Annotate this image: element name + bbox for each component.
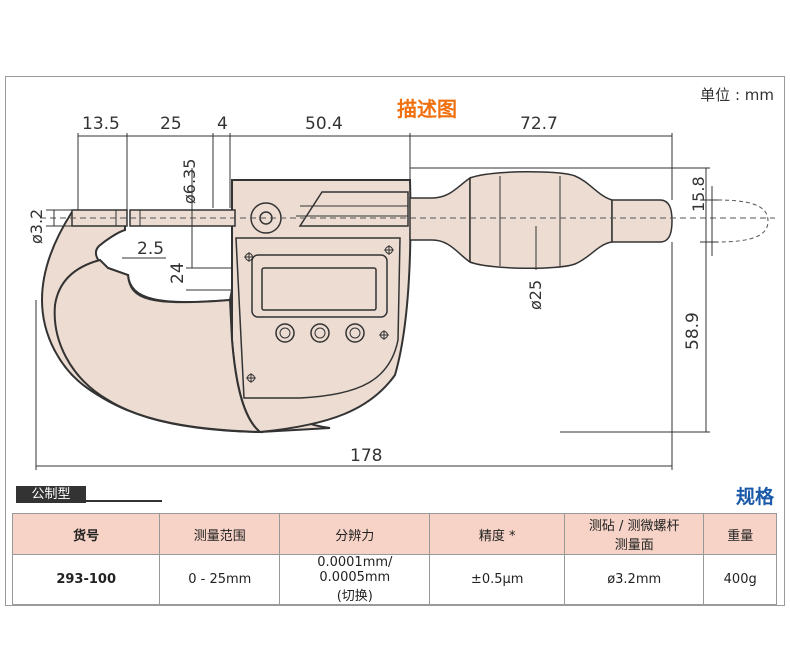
dim-24: 24 (168, 262, 188, 284)
cell-range: 0 - 25mm (159, 554, 281, 605)
cell-model: 293-100 (11, 554, 161, 605)
dim-58-9: 58.9 (683, 312, 703, 350)
dim-50-4: 50.4 (305, 114, 343, 134)
cell-resolution: 0.0001mm/ 0.0005mm (切换) (279, 554, 431, 605)
header-model: 货号 (11, 513, 161, 555)
dim-phi-25: ø25 (526, 280, 545, 310)
dimension-lines (35, 133, 718, 470)
lcd-screen (261, 267, 377, 311)
unit-label: 单位 : mm (700, 86, 774, 104)
screw-marks (244, 245, 394, 383)
spec-header-row: 货号 测量范围 分辨力 精度 * 测砧 / 测微螺杆 测量面 重量 (11, 513, 777, 555)
header-resolution: 分辨力 (279, 513, 431, 555)
metric-type-label: 公制型 (16, 486, 86, 503)
cell-measuring-face: ø3.2mm (563, 554, 705, 605)
drawing-frame (5, 76, 785, 606)
drawing-title: 描述图 (397, 97, 457, 121)
frame-inner-outline (235, 237, 401, 399)
dim-25-top: 25 (160, 114, 182, 134)
table-row: 293-100 0 - 25mm 0.0001mm/ 0.0005mm (切换)… (11, 554, 777, 605)
frame-lower-arc (53, 258, 263, 434)
dim-178: 178 (350, 446, 382, 466)
metric-rule (16, 500, 162, 502)
header-accuracy: 精度 * (429, 513, 565, 555)
dim-13-5: 13.5 (82, 114, 120, 134)
dim-4: 4 (217, 114, 228, 134)
header-range: 测量范围 (159, 513, 281, 555)
header-measuring-face: 测砧 / 测微螺杆 测量面 (563, 513, 705, 555)
spec-title: 规格 (735, 486, 774, 508)
sleeve (409, 176, 471, 264)
ratchet (611, 199, 673, 243)
dim-phi-3-2: ø3.2 (27, 209, 46, 244)
dim-2-5: 2.5 (137, 239, 164, 259)
thimble (469, 170, 613, 270)
dim-72-7: 72.7 (520, 114, 558, 134)
dim-phi-6-35: ø6.35 (180, 159, 199, 204)
spec-table: 货号 测量范围 分辨力 精度 * 测砧 / 测微螺杆 测量面 重量 293-10… (11, 513, 777, 605)
header-weight: 重量 (703, 513, 777, 555)
micrometer-drawing: 13.5 25 4 50.4 72.7 ø6.35 ø3.2 2.5 24 ø2… (27, 114, 775, 470)
cell-accuracy: ±0.5μm (429, 554, 565, 605)
cell-weight: 400g (703, 554, 777, 605)
control-buttons (275, 323, 365, 343)
dim-15-8: 15.8 (689, 176, 708, 212)
